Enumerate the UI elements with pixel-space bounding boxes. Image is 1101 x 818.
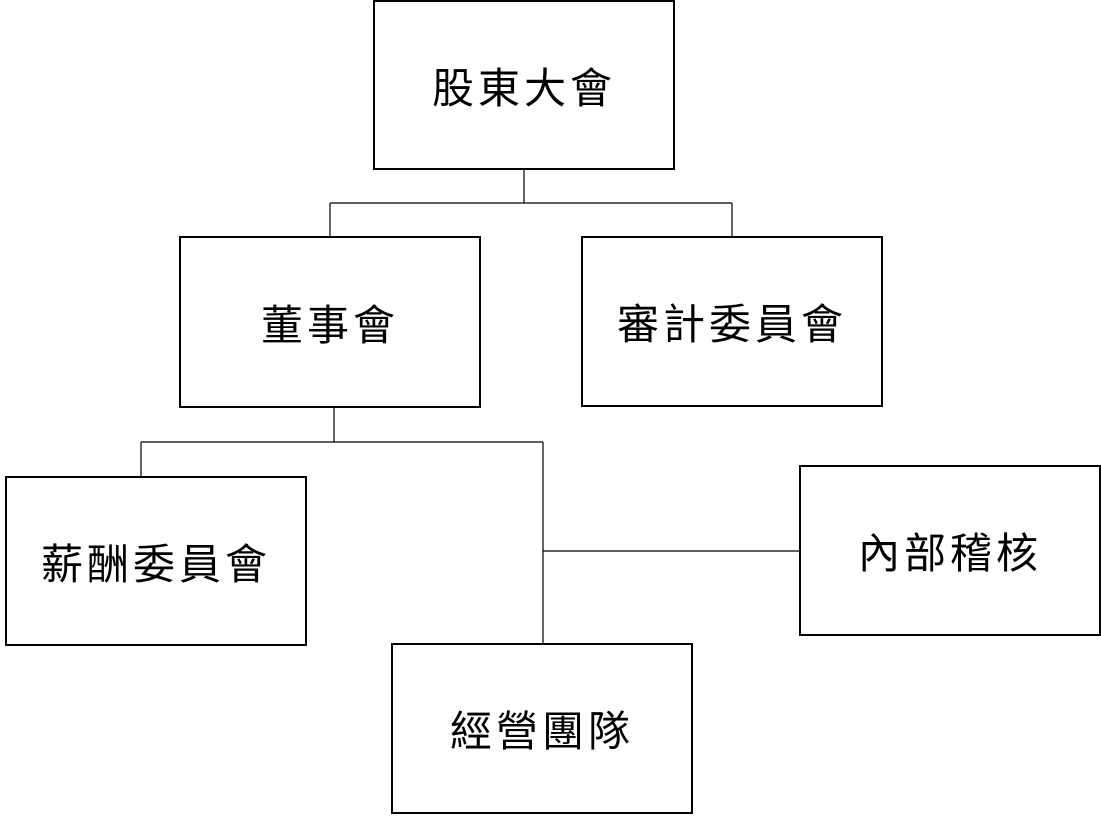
node-label: 董事會	[260, 300, 399, 350]
node-board-of-directors: 董事會	[179, 236, 481, 408]
node-compensation-committee: 薪酬委員會	[5, 476, 307, 646]
node-label: 經營團隊	[449, 707, 634, 756]
node-internal-audit: 內部稽核	[799, 465, 1101, 636]
node-audit-committee: 審計委員會	[581, 236, 883, 407]
node-label: 審計委員會	[616, 300, 847, 349]
node-label: 薪酬委員會	[40, 539, 271, 589]
node-label: 內部稽核	[857, 529, 1042, 578]
node-management-team: 經營團隊	[391, 643, 693, 814]
node-label: 股東大會	[431, 63, 616, 113]
node-shareholders-meeting: 股東大會	[373, 0, 675, 170]
